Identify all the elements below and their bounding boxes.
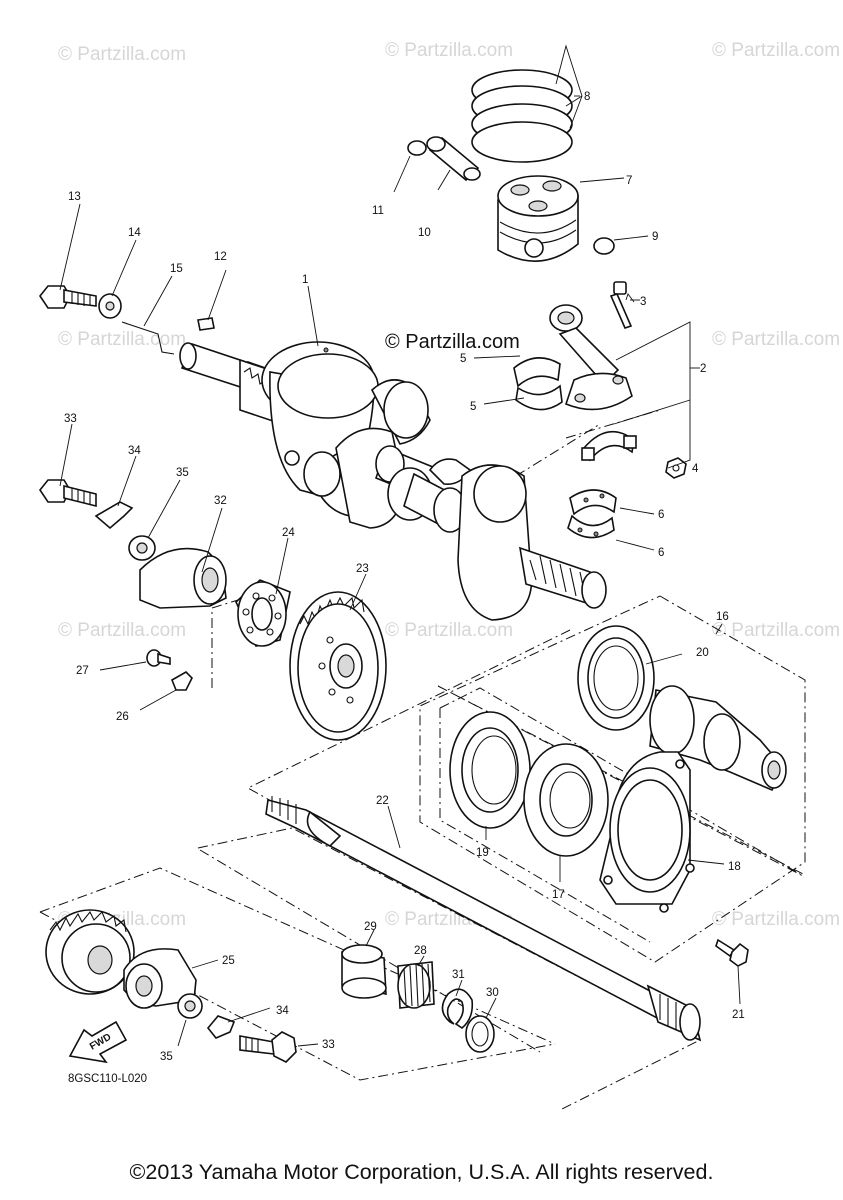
leader-lines: [59, 44, 741, 1047]
callout-label: 22: [376, 795, 389, 807]
callout-label: 5: [470, 401, 476, 413]
needle-bearing: [397, 961, 435, 1009]
callout-label: 29: [364, 921, 377, 933]
callout-label: 6: [658, 547, 664, 559]
crankshaft: [179, 341, 607, 621]
callout-label: 34: [276, 1005, 289, 1017]
callout-label: 18: [728, 861, 741, 873]
callout-label: 24: [282, 527, 295, 539]
screw: [146, 649, 171, 667]
callout-label: 32: [214, 495, 227, 507]
center-watermark: © Partzilla.com: [385, 331, 520, 353]
watermark: © Partzilla.com: [712, 909, 840, 930]
plain-washer-lower: [177, 993, 203, 1019]
callout-label: 26: [116, 711, 129, 723]
watermark: © Partzilla.com: [58, 44, 186, 65]
oil-seal: [577, 625, 655, 731]
callout-label: 33: [322, 1039, 335, 1051]
watermark: © Partzilla.com: [58, 329, 186, 350]
piston-pin-clip: [593, 237, 615, 255]
final-drive-gear: [45, 909, 197, 1009]
circlip: [441, 988, 474, 1029]
callout-label: 16: [716, 611, 729, 623]
bolt-lower: [239, 1031, 297, 1063]
callout-label: 21: [732, 1009, 745, 1021]
bearing-lower: [523, 743, 609, 857]
middle-drive-gear: [289, 591, 387, 741]
callout-label: 20: [696, 647, 709, 659]
connecting-rod-bolt: [609, 281, 633, 329]
callout-label: 33: [64, 413, 77, 425]
plain-washer: [128, 535, 156, 561]
copyright-notice: ©2013 Yamaha Motor Corporation, U.S.A. A…: [129, 1160, 714, 1184]
callout-label: 23: [356, 563, 369, 575]
callout-label: 14: [128, 227, 141, 239]
callout-label: 9: [652, 231, 658, 243]
callout-label: 13: [68, 191, 81, 203]
main-journal-bearings: [567, 489, 617, 539]
callout-label: 1: [302, 274, 308, 286]
callout-label: 30: [486, 987, 499, 999]
oil-seal-lower: [449, 711, 531, 829]
callout-label: 17: [552, 889, 565, 901]
lock-washer: [94, 501, 134, 530]
callout-label: 2: [700, 363, 706, 375]
stopper: [170, 671, 193, 691]
connecting-rod-cap: [581, 430, 637, 462]
fwd-arrow-icon: FWD: [68, 1020, 128, 1064]
callout-label: 8: [584, 91, 590, 103]
watermark: © Partzilla.com: [58, 620, 186, 641]
callout-label: 35: [160, 1051, 173, 1063]
diagram-code: 8GSC110-L020: [68, 1073, 147, 1085]
thrust-washer: [465, 1015, 495, 1053]
callout-label: 4: [692, 463, 699, 475]
callout-label: 7: [626, 175, 632, 187]
callout-label: 34: [128, 445, 141, 457]
callout-label: 12: [214, 251, 227, 263]
callout-label: 28: [414, 945, 427, 957]
housing-bolt: [715, 938, 749, 967]
piston: [497, 175, 579, 262]
watermark: © Partzilla.com: [385, 620, 513, 641]
bolt: [39, 479, 97, 508]
woodruff-key: [197, 317, 215, 331]
collar: [341, 944, 387, 999]
bearing-housing: [599, 751, 695, 913]
callout-label: 6: [658, 509, 664, 521]
crank-pin-wire: [121, 321, 175, 355]
ball-bearing: [235, 579, 291, 647]
watermark: © Partzilla.com: [385, 40, 513, 61]
callout-label: 3: [640, 296, 646, 308]
watermark: © Partzilla.com: [712, 620, 840, 641]
big-end-bearings: [513, 357, 563, 411]
watermark: © Partzilla.com: [712, 329, 840, 350]
callout-label: 27: [76, 665, 89, 677]
piston-rings: [471, 69, 573, 163]
callout-label: 15: [170, 263, 183, 275]
lock-washer-lower: [206, 1015, 236, 1039]
piston-pin: [426, 136, 481, 182]
middle-drive-shaft: [265, 796, 702, 1042]
callout-label: 31: [452, 969, 465, 981]
connecting-rod: [549, 304, 633, 411]
callout-label: 10: [418, 227, 431, 239]
callout-label: 19: [476, 847, 489, 859]
callout-label: 35: [176, 467, 189, 479]
watermark: © Partzilla.com: [712, 40, 840, 61]
callout-numbers: 8 7 9 10 11 12 1 13 14 15 3 2 4 5 5 6 6 …: [64, 91, 745, 1063]
callout-label: 11: [372, 205, 384, 217]
callout-label: 5: [460, 353, 466, 365]
drive-coupling: [139, 547, 227, 609]
callout-label: 25: [222, 955, 235, 967]
crank-washer: [98, 293, 122, 319]
piston-pin-clip: [407, 140, 427, 156]
crank-bolt: [39, 285, 97, 309]
